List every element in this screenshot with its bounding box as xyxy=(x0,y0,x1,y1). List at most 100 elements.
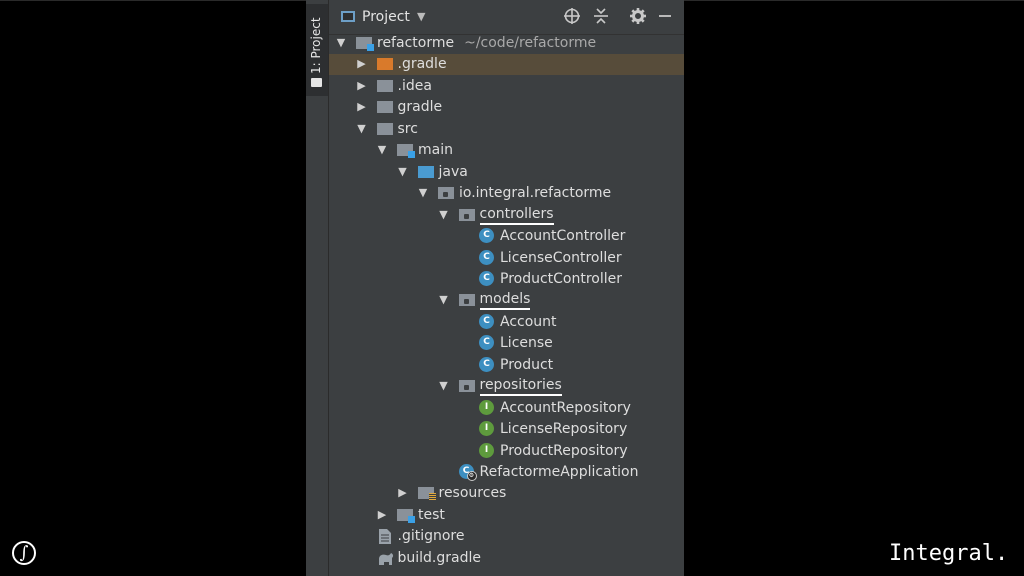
tree-node-label: License xyxy=(500,334,553,353)
tree-node-label: AccountController xyxy=(500,227,625,246)
node-name: License xyxy=(500,335,553,352)
expand-arrow-icon[interactable]: ▼ xyxy=(439,379,448,393)
tree-node-label: resources xyxy=(439,484,507,503)
project-stripe-label: 1: Project xyxy=(309,17,323,74)
project-view-icon xyxy=(341,11,355,22)
node-name: io.integral.refactorme xyxy=(459,185,612,202)
tree-node-label: .idea xyxy=(398,77,432,96)
node-name: refactorme xyxy=(377,35,455,51)
node-name: ProductRepository xyxy=(500,442,628,459)
node-name: RefactormeApplication xyxy=(479,464,639,480)
project-stripe-tab[interactable]: 1: Project xyxy=(306,4,328,96)
tree-node[interactable]: C⚙RefactormeApplication xyxy=(329,462,684,483)
tree-node-label: models xyxy=(479,291,531,311)
node-name: gradle xyxy=(397,99,443,116)
expand-arrow-icon[interactable]: ▼ xyxy=(398,164,407,178)
tree-node[interactable]: ▶ resources xyxy=(329,483,684,504)
tree-node[interactable]: ▶ gradle xyxy=(329,97,684,118)
folder-icon xyxy=(376,101,393,114)
class-icon: C xyxy=(479,228,494,244)
tree-node[interactable]: C LicenseController xyxy=(329,248,684,269)
tree-node-label: test xyxy=(418,506,445,525)
module-folder-icon xyxy=(397,508,415,523)
tree-node[interactable]: ▶ test xyxy=(329,505,684,526)
excluded-folder-icon xyxy=(376,58,393,71)
integral-logo-icon: ∫ xyxy=(12,541,36,565)
tree-node-label: LicenseRepository xyxy=(500,420,627,439)
tree-node[interactable]: ▼ io.integral.refactorme xyxy=(329,183,684,204)
node-name: resources xyxy=(438,485,507,502)
class-icon: C xyxy=(479,249,494,265)
collapse-arrow-icon[interactable]: ▶ xyxy=(357,100,366,114)
interface-icon: I xyxy=(479,399,494,415)
expand-arrow-icon[interactable]: ▼ xyxy=(418,186,428,200)
node-name: build.gradle xyxy=(397,549,482,566)
node-name: AccountRepository xyxy=(500,399,631,416)
tree-node[interactable]: ▼java xyxy=(329,162,684,183)
settings-icon[interactable] xyxy=(628,7,648,27)
collapse-arrow-icon[interactable]: ▶ xyxy=(377,507,387,521)
package-icon xyxy=(458,294,475,307)
tree-node-label: AccountRepository xyxy=(500,399,631,418)
tree-node[interactable]: build.gradle xyxy=(329,548,684,569)
node-name: main xyxy=(418,142,453,159)
chevron-down-icon[interactable]: ▼ xyxy=(417,10,426,23)
tree-node-label: io.integral.refactorme xyxy=(459,184,611,203)
tree-node-label: .gradle xyxy=(398,55,447,74)
tree-node[interactable]: C Product xyxy=(329,355,684,376)
project-toolbar: Project ▼ xyxy=(329,0,684,35)
class-icon: C xyxy=(479,270,494,286)
collapse-arrow-icon[interactable]: ▶ xyxy=(398,486,407,500)
tree-node[interactable]: C AccountController xyxy=(329,226,684,247)
folder-icon xyxy=(311,78,322,87)
expand-arrow-icon[interactable]: ▼ xyxy=(439,293,448,307)
tree-node[interactable]: ▶ .idea xyxy=(329,76,684,97)
node-name: LicenseController xyxy=(500,249,622,266)
expand-arrow-icon[interactable]: ▼ xyxy=(377,143,387,157)
collapse-arrow-icon[interactable]: ▶ xyxy=(357,57,366,71)
hide-icon[interactable] xyxy=(655,7,675,27)
tree-node-label: ProductRepository xyxy=(500,442,628,461)
node-name: LicenseRepository xyxy=(500,421,628,438)
class-icon: C xyxy=(479,356,494,372)
tree-node-label: .gitignore xyxy=(398,527,465,546)
tree-node[interactable]: .gitignore xyxy=(329,526,684,547)
node-name: test xyxy=(418,506,445,523)
project-path: ~/code/refactorme xyxy=(464,35,597,51)
node-name: Account xyxy=(500,313,557,330)
tree-node[interactable]: C License xyxy=(329,333,684,354)
tree-node-label: controllers xyxy=(479,206,554,225)
collapse-all-icon[interactable] xyxy=(591,7,611,27)
package-icon xyxy=(458,208,475,221)
module-folder-icon xyxy=(397,144,415,159)
tree-node[interactable]: I AccountRepository xyxy=(329,398,684,419)
collapse-arrow-icon[interactable]: ▶ xyxy=(357,78,366,92)
tree-node[interactable]: ▼ main xyxy=(329,140,684,161)
tree-node[interactable]: ▶ .gradle xyxy=(329,54,684,76)
node-name: models xyxy=(479,291,531,308)
tree-node-label: Product xyxy=(500,356,553,375)
package-icon xyxy=(458,380,475,393)
tree-node[interactable]: ▼ controllers xyxy=(329,205,684,226)
spring-application-icon: C⚙ xyxy=(458,464,477,481)
tree-node[interactable]: ▼ repositories xyxy=(329,376,684,397)
class-icon: C xyxy=(479,335,494,351)
tree-node-label: gradle xyxy=(398,98,443,117)
node-name: src xyxy=(397,120,418,137)
expand-arrow-icon[interactable]: ▼ xyxy=(439,207,448,221)
tree-node-label: Account xyxy=(500,313,557,332)
expand-arrow-icon[interactable]: ▼ xyxy=(357,121,366,135)
view-selector[interactable]: Project xyxy=(362,9,410,25)
resources-folder-icon xyxy=(417,487,436,502)
tree-node[interactable]: ▼ refactorme ~/code/refactorme xyxy=(329,33,684,54)
brand-name: Integral. xyxy=(889,541,1009,566)
tree-node-label: repositories xyxy=(479,377,562,397)
tree-node[interactable]: ▼ models xyxy=(329,290,684,311)
expand-arrow-icon[interactable]: ▼ xyxy=(336,36,346,49)
locate-icon[interactable] xyxy=(562,7,582,27)
tree-node[interactable]: ▼ src xyxy=(329,119,684,140)
